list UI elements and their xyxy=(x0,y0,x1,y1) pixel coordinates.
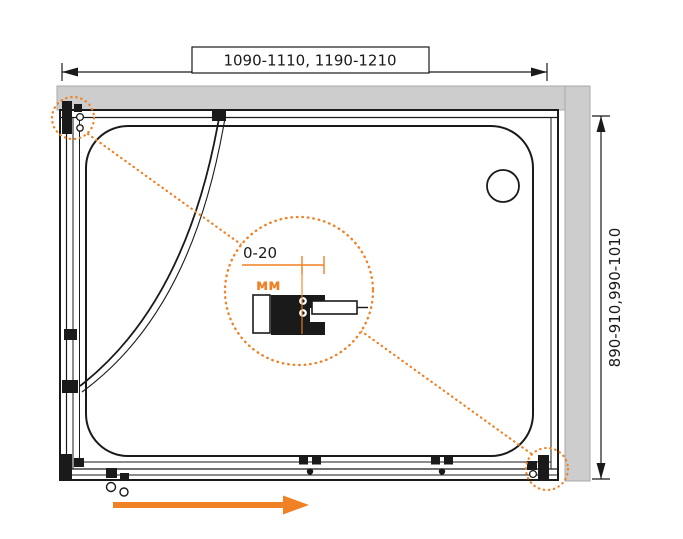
corner-assembly-top-left xyxy=(50,95,96,141)
dim-arrow-up xyxy=(596,116,606,132)
door-panel-curve xyxy=(62,110,226,393)
height-range-label: 890-910,990-1010 xyxy=(606,228,624,368)
bottom-track-rollers xyxy=(299,455,453,475)
br-screw xyxy=(528,469,538,479)
bl-adjuster-screw-2 xyxy=(119,487,129,497)
slide-direction-arrow xyxy=(113,495,309,515)
roller-right-wheel xyxy=(438,468,446,475)
panel-curve-inner xyxy=(81,117,226,393)
width-label-box xyxy=(191,46,430,74)
tl-highlight-circle xyxy=(50,95,96,141)
br-bracket-block xyxy=(527,461,537,470)
bl-roller-block-1 xyxy=(106,468,117,478)
adjustment-unit-label: мм xyxy=(256,276,281,294)
roller-right-left-block xyxy=(431,455,440,465)
bl-adjuster-screw-1 xyxy=(105,481,117,493)
arrow-head xyxy=(283,495,309,515)
roller-mid-left-block xyxy=(299,455,308,465)
top-guide-bracket xyxy=(212,110,226,121)
bl-profile-block xyxy=(61,454,72,480)
roller-mid-wheel xyxy=(306,468,314,475)
adjustment-range-label: 0-20 xyxy=(243,244,277,262)
dim-arrow-down xyxy=(596,463,606,479)
corner-assembly-bottom-right xyxy=(524,446,570,492)
panel-curve-outer xyxy=(79,117,220,387)
frame-outer-rect xyxy=(59,109,559,481)
profile-insert-slot xyxy=(311,300,358,315)
bl-roller-block-2 xyxy=(120,473,129,481)
roller-mid-right-block xyxy=(312,455,321,465)
roller-right-right-block xyxy=(444,455,453,465)
adjustment-dimension: 0-20 мм xyxy=(242,244,325,334)
callout-zoom-circle xyxy=(223,215,375,367)
height-dimension: 890-910,990-1010 xyxy=(592,115,624,480)
corner-assembly-bottom-left xyxy=(61,454,129,497)
width-dimension: 1090-1110, 1190-1210 xyxy=(61,46,548,81)
detail-callout: 0-20 мм xyxy=(86,132,535,457)
left-wall-clip-lower xyxy=(62,380,78,393)
walls xyxy=(56,85,591,482)
bl-clamp-block xyxy=(74,458,84,467)
left-wall-clip-upper xyxy=(64,329,77,340)
width-range-label: 1090-1110, 1190-1210 xyxy=(223,52,396,70)
wall-right xyxy=(564,85,591,482)
profile-cross-section xyxy=(252,294,368,335)
br-highlight-circle xyxy=(524,446,570,492)
dim-arrow-left xyxy=(62,67,78,77)
wall-top xyxy=(56,85,573,111)
tl-screw-2 xyxy=(76,124,84,132)
tl-wall-profile-bar xyxy=(62,101,72,134)
shower-tray xyxy=(85,125,534,457)
tray-outline xyxy=(85,125,534,457)
tl-bracket-block xyxy=(74,104,82,112)
dim-arrow-right xyxy=(531,67,547,77)
drain-circle xyxy=(486,169,520,203)
br-wall-profile-bar xyxy=(538,455,549,479)
tl-screw-1 xyxy=(75,112,85,122)
profile-outer-channel xyxy=(252,294,271,334)
